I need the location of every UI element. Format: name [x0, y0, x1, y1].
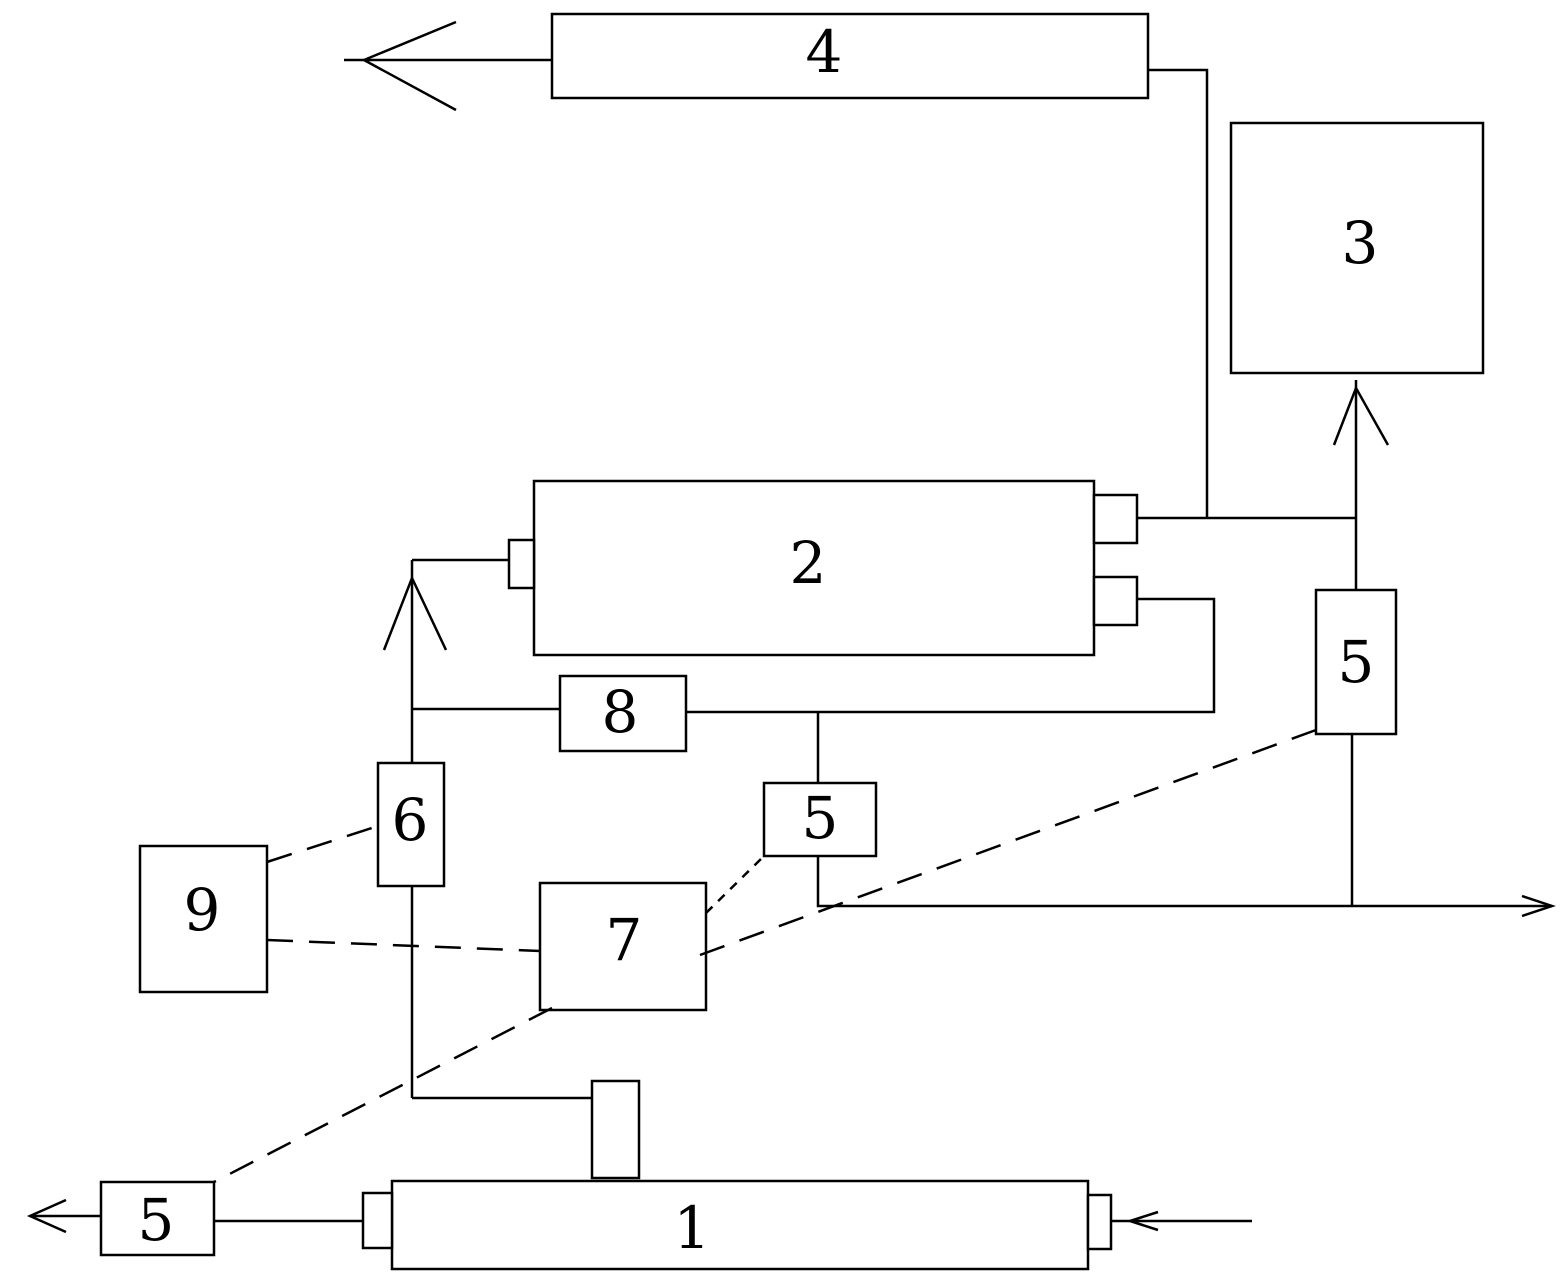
block-9-label: 9	[184, 876, 221, 944]
block-3: 3	[1229, 121, 1485, 375]
inlet-arrow-block-1	[1111, 1210, 1252, 1232]
signal-block-9-to-block-6	[266, 824, 379, 864]
signal-block-7-to-block-5-top-right	[699, 728, 1317, 957]
signal-block-9-to-block-7	[266, 938, 541, 953]
block-7: 7	[538, 881, 708, 1012]
pipe-block-6-to-block-2	[382, 558, 560, 763]
block-5-middle: 5	[762, 781, 878, 858]
block-1: 1	[361, 1079, 1113, 1271]
signal-block-7-to-block-5-bottom-left	[213, 1006, 553, 1184]
pipe-block-2-lower-to-block-8	[686, 597, 1216, 783]
block-9: 9	[138, 844, 269, 994]
block-4-label: 4	[806, 18, 843, 86]
block-5-top-right: 5	[1314, 588, 1398, 736]
block-1-label: 1	[674, 1194, 711, 1262]
pipe-block-2-to-block-4-and-3	[1137, 68, 1390, 590]
pipe-block-1-to-block-6	[410, 886, 592, 1100]
block-2-lower-outlet-port	[1092, 575, 1139, 627]
block-2-inlet-port	[507, 538, 536, 590]
block-8-label: 8	[602, 678, 639, 746]
signal-block-7-to-block-5-middle	[705, 855, 765, 914]
signal-lines	[213, 728, 1317, 1184]
outlet-right	[816, 734, 1556, 918]
block-2-upper-outlet-port	[1092, 493, 1139, 545]
block-5-top-right-label: 5	[1338, 628, 1375, 696]
outlet-left	[26, 1198, 363, 1234]
block-5-bottom-left: 5	[99, 1180, 216, 1257]
block-2: 2	[507, 479, 1139, 657]
block-7-label: 7	[606, 906, 643, 974]
block-8: 8	[558, 674, 688, 753]
block-3-label: 3	[1342, 209, 1379, 277]
block-1-left-port	[361, 1191, 394, 1250]
block-5-bottom-left-label: 5	[138, 1186, 175, 1254]
block-6-label: 6	[392, 786, 429, 854]
block-4: 4	[550, 12, 1150, 100]
block-2-label: 2	[790, 529, 827, 597]
block-6: 6	[376, 761, 446, 888]
block-1-right-port	[1086, 1193, 1113, 1251]
block-1-top-port	[590, 1079, 641, 1180]
block-5-middle-label: 5	[802, 784, 839, 852]
arrow-left-from-block-4	[344, 20, 552, 112]
